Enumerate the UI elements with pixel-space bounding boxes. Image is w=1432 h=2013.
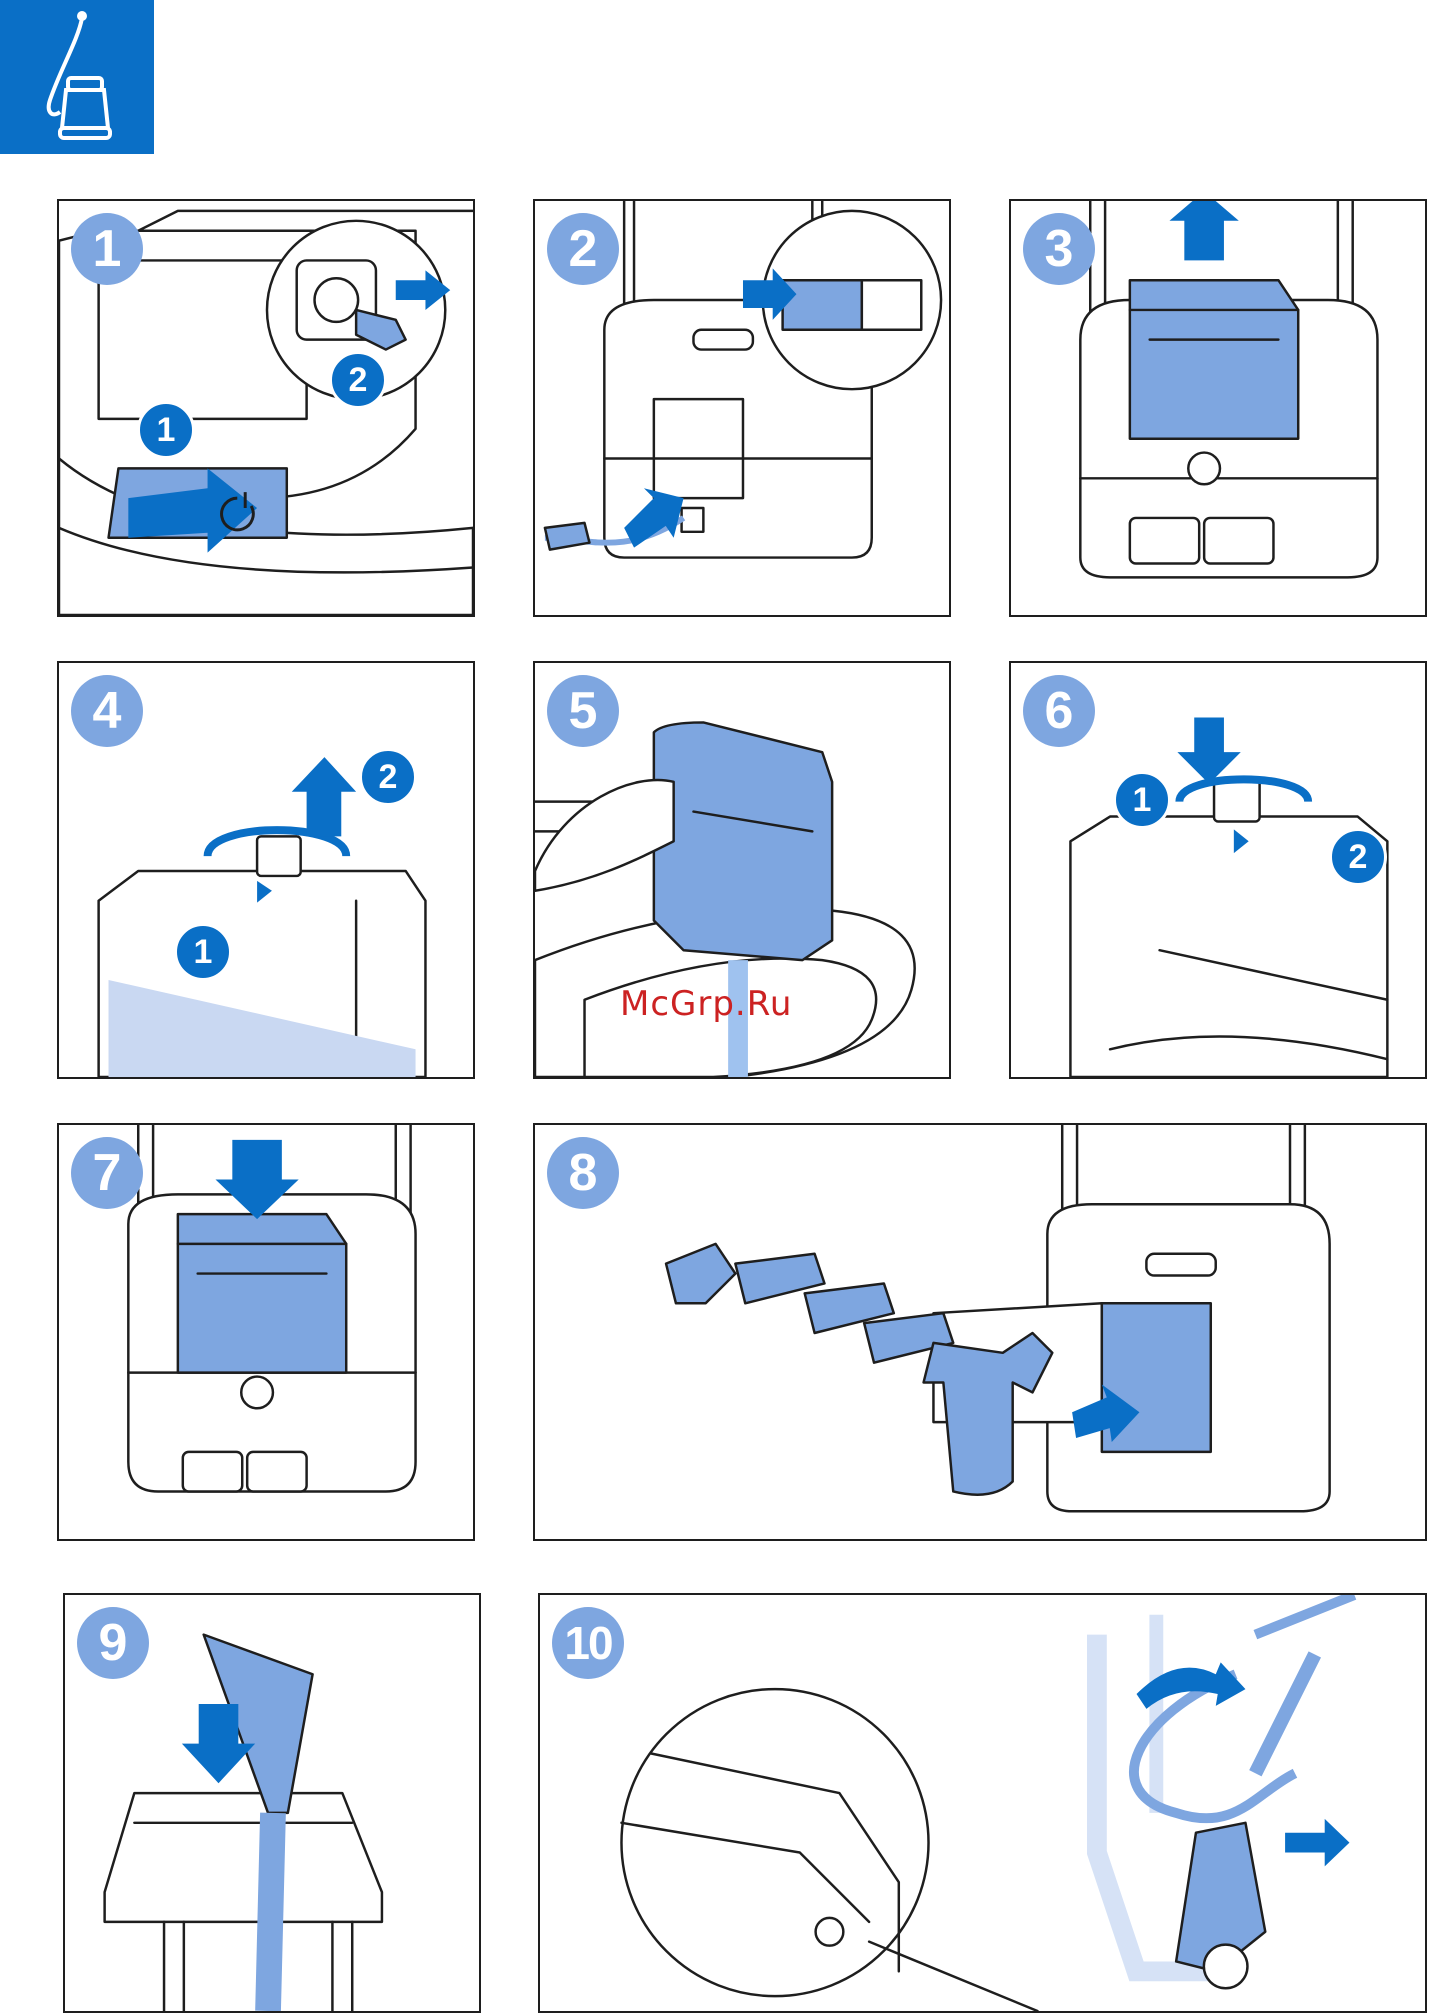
step-number-badge: 7: [71, 1137, 143, 1209]
step-number-badge: 10: [552, 1607, 624, 1679]
step-number-badge: 9: [77, 1607, 149, 1679]
watermark: McGrp.Ru: [620, 984, 792, 1024]
step-panel-6: 6 1 2: [1009, 661, 1427, 1079]
step-number-badge: 5: [547, 675, 619, 747]
step-number-badge: 4: [71, 675, 143, 747]
step-number-badge: 2: [547, 213, 619, 285]
garment-steamer-icon: [0, 0, 154, 154]
step-number-badge: 1: [71, 213, 143, 285]
step-panel-1: 1 2 1: [57, 199, 475, 617]
step-panel-4: 4 2 1: [57, 661, 475, 1079]
step-panel-8: 8: [533, 1123, 1427, 1541]
step-number-badge: 8: [547, 1137, 619, 1209]
sub-step-badge: 2: [359, 748, 417, 806]
sub-step-badge: 1: [174, 923, 232, 981]
step-panel-9: 9: [63, 1593, 481, 2013]
move-appliance-illustration: [540, 1595, 1425, 2011]
step-panel-10: 10: [538, 1593, 1427, 2013]
step-panel-7: 7: [57, 1123, 475, 1541]
step-panel-3: 3: [1009, 199, 1427, 617]
sub-step-badge: 2: [329, 351, 387, 409]
sub-step-badge: 1: [137, 401, 195, 459]
sub-step-badge: 1: [1113, 771, 1171, 829]
sub-step-badge: 2: [1329, 828, 1387, 886]
step-number-badge: 3: [1023, 213, 1095, 285]
accessories-storage-illustration: [535, 1125, 1425, 1539]
step-panel-2: 2: [533, 199, 951, 617]
step-number-badge: 6: [1023, 675, 1095, 747]
header-tab: [0, 0, 154, 154]
